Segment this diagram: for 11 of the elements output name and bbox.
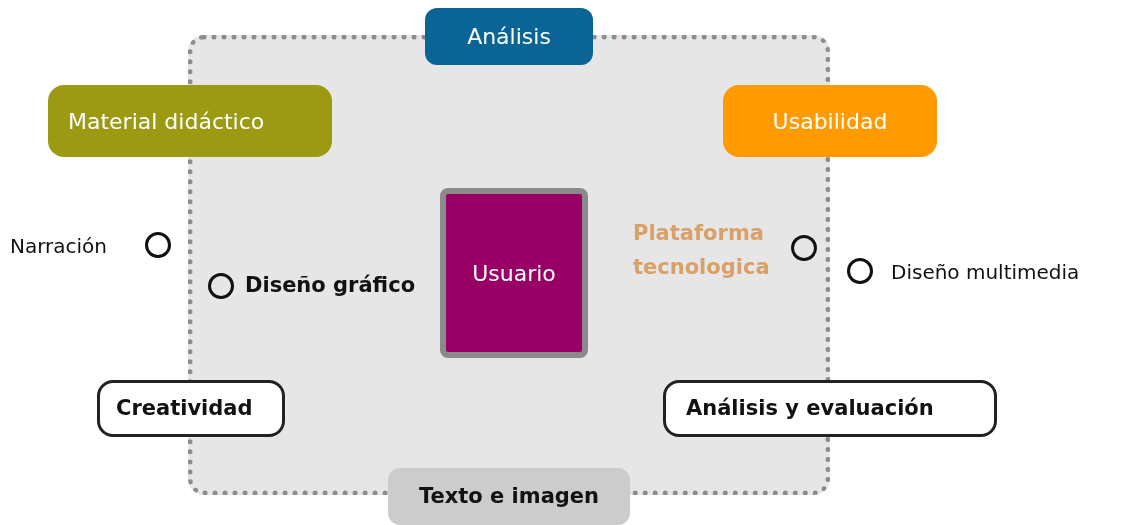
circle-caption: Plataforma tecnologica xyxy=(633,220,771,281)
user-box: Usuario xyxy=(440,188,588,358)
circle-caption: Diseño gráfico xyxy=(245,272,417,299)
circle-caption: Diseño multimedia xyxy=(891,259,1081,286)
circle-caption: Narración xyxy=(10,233,109,260)
label-box: Texto e imagen xyxy=(388,468,630,525)
label-box: Material didáctico xyxy=(48,85,332,157)
label-box: Análisis xyxy=(425,8,593,65)
label-box: Usabilidad xyxy=(723,85,937,157)
label-box: Creatividad xyxy=(97,380,285,437)
label-box: Análisis y evaluación xyxy=(663,380,997,437)
